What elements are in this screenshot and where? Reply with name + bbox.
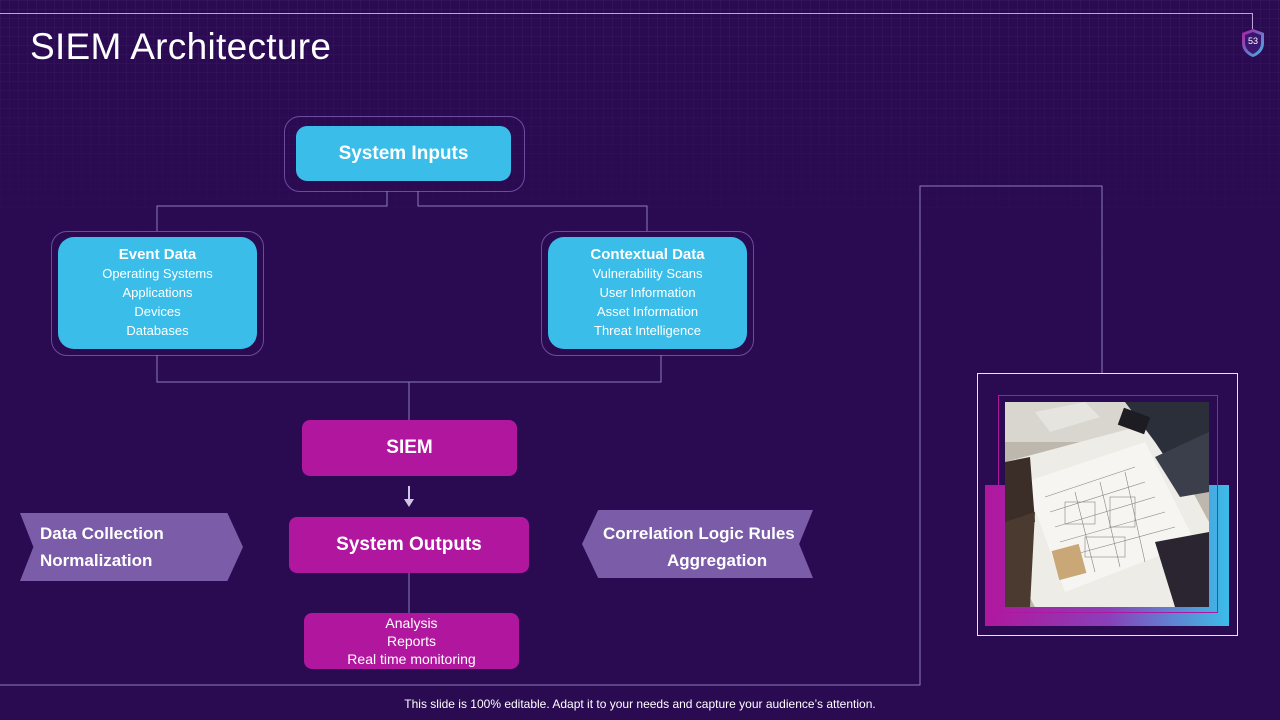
contextual-data-frame: [541, 231, 754, 356]
system-inputs-box: System Inputs: [296, 126, 511, 181]
page-number: 53: [1247, 36, 1258, 46]
output-item: Analysis: [385, 615, 438, 631]
data-collection-arrow: [20, 513, 243, 581]
photo-frame: [977, 373, 1238, 636]
data-collection-label: Data Collection: [40, 524, 164, 543]
background-texture: [0, 0, 1280, 260]
footer-note: This slide is 100% editable. Adapt it to…: [404, 697, 876, 711]
siem-label: SIEM: [386, 437, 433, 458]
system-outputs-box: System Outputs: [289, 517, 529, 573]
system-inputs-label: System Inputs: [338, 142, 469, 164]
photo-inner-border: [998, 395, 1218, 613]
contextual-data-title: Contextual Data: [590, 246, 705, 263]
contextual-data-item: Vulnerability Scans: [592, 266, 703, 281]
system-outputs-label: System Outputs: [336, 534, 482, 555]
system-inputs-frame: [284, 116, 525, 192]
top-rule: [0, 13, 1252, 14]
aggregation-label: Aggregation: [667, 551, 768, 570]
event-data-box: Event Data Operating Systems Application…: [58, 237, 257, 349]
contextual-data-box: Contextual Data Vulnerability Scans User…: [548, 237, 747, 349]
event-data-item: Databases: [126, 323, 189, 338]
event-data-item: Applications: [122, 285, 193, 300]
correlation-label: Correlation Logic Rules: [603, 524, 795, 543]
event-data-item: Operating Systems: [102, 266, 213, 281]
arrow-down-icon: [404, 486, 414, 507]
event-data-item: Devices: [134, 304, 181, 319]
correlation-arrow: [582, 510, 813, 578]
normalization-label: Normalization: [40, 551, 153, 570]
event-data-frame: [51, 231, 264, 356]
outputs-list-box: Analysis Reports Real time monitoring: [304, 613, 519, 669]
slide-title: SIEM Architecture: [30, 26, 332, 67]
output-item: Reports: [386, 633, 437, 649]
output-item: Real time monitoring: [347, 651, 476, 667]
team-reviewing-blueprints-photo: [1005, 402, 1209, 607]
contextual-data-item: Asset Information: [596, 304, 699, 319]
contextual-data-item: User Information: [599, 285, 696, 300]
top-rule-drop: [1252, 13, 1253, 29]
contextual-data-item: Threat Intelligence: [594, 323, 701, 338]
shield-badge-icon: [1242, 29, 1264, 57]
event-data-title: Event Data: [118, 246, 197, 263]
siem-box: SIEM: [302, 420, 517, 476]
